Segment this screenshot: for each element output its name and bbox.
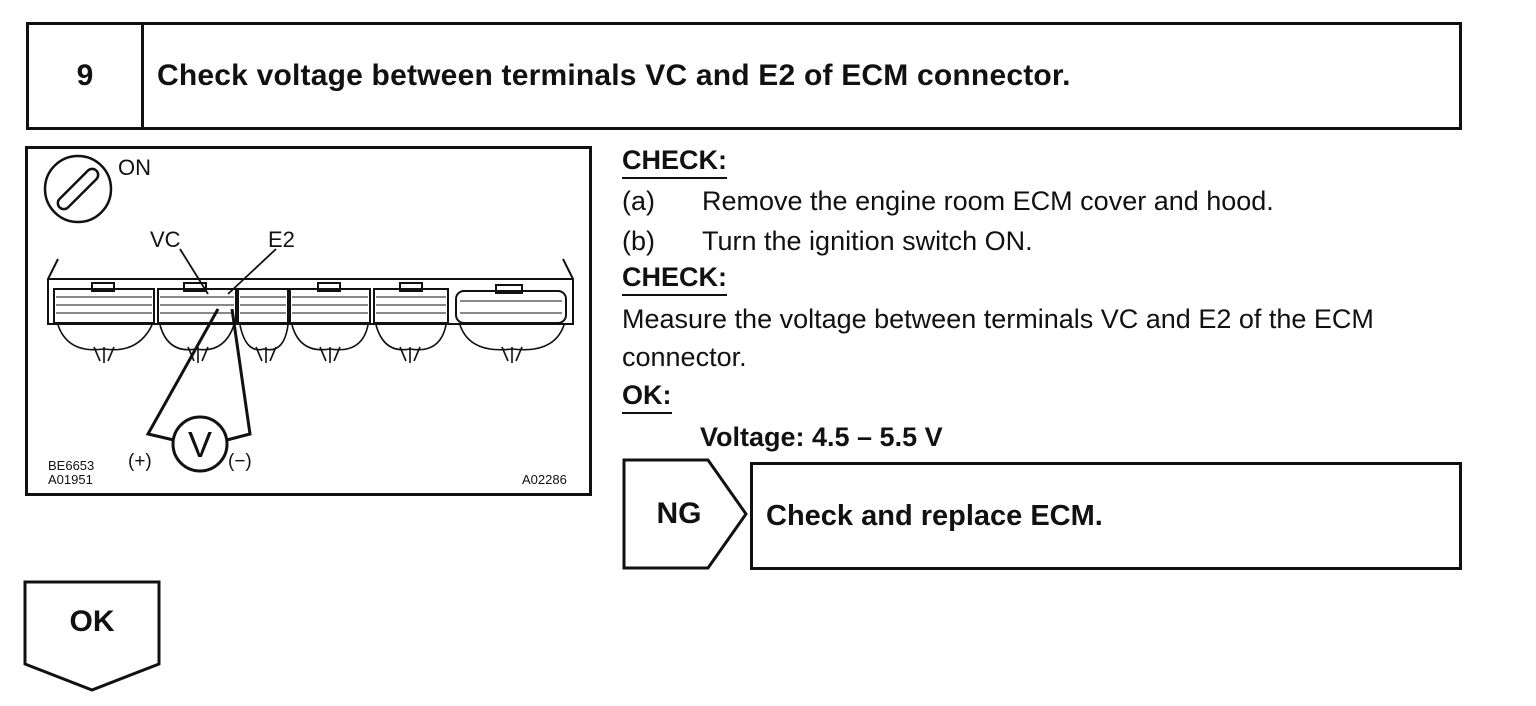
ng-action-text: Check and replace ECM. <box>766 499 1103 532</box>
measure-line-2: connector. <box>622 342 747 372</box>
ignition-on-label: ON <box>118 155 151 180</box>
terminal-e2-label: E2 <box>268 227 295 252</box>
ignition-key-icon <box>43 154 113 224</box>
voltage-spec: Voltage: 4.5 – 5.5 V <box>700 422 943 452</box>
step-a-text: Remove the engine room ECM cover and hoo… <box>702 186 1274 216</box>
check-heading-2: CHECK: <box>622 262 727 296</box>
voltmeter-icon: V <box>171 415 229 473</box>
ok-arrow-tag <box>23 580 161 692</box>
plus-lead-label: (+) <box>128 451 152 472</box>
ecm-connector-icon <box>47 258 574 325</box>
ok-heading: OK: <box>622 380 672 414</box>
ok-label: OK <box>69 605 115 638</box>
measure-line-1: Measure the voltage between terminals VC… <box>622 304 1374 334</box>
minus-lead-label: (−) <box>228 451 252 472</box>
step-title: Check voltage between terminals VC and E… <box>157 59 1071 92</box>
wiring-figure: V ON VC E2 (+) (−) BE6653 A01951 A02286 <box>25 146 592 496</box>
figure-code-right: A02286 <box>522 472 567 487</box>
ng-arrow-tag <box>622 458 748 570</box>
step-header: 9 Check voltage between terminals VC and… <box>26 22 1462 130</box>
check-heading-1: CHECK: <box>622 145 727 179</box>
figure-code-top: BE6653 <box>48 458 95 473</box>
ecm-connector-diagram: V <box>43 154 574 473</box>
step-a-letter: (a) <box>622 186 655 216</box>
ng-action-box: Check and replace ECM. <box>750 462 1462 570</box>
terminal-vc-label: VC <box>150 227 181 252</box>
step-b-letter: (b) <box>622 226 655 256</box>
ng-label: NG <box>656 497 702 530</box>
step-b-text: Turn the ignition switch ON. <box>702 226 1033 256</box>
figure-code-bottom: A01951 <box>48 472 93 487</box>
step-number: 9 <box>29 25 144 127</box>
voltmeter-symbol: V <box>188 424 212 465</box>
